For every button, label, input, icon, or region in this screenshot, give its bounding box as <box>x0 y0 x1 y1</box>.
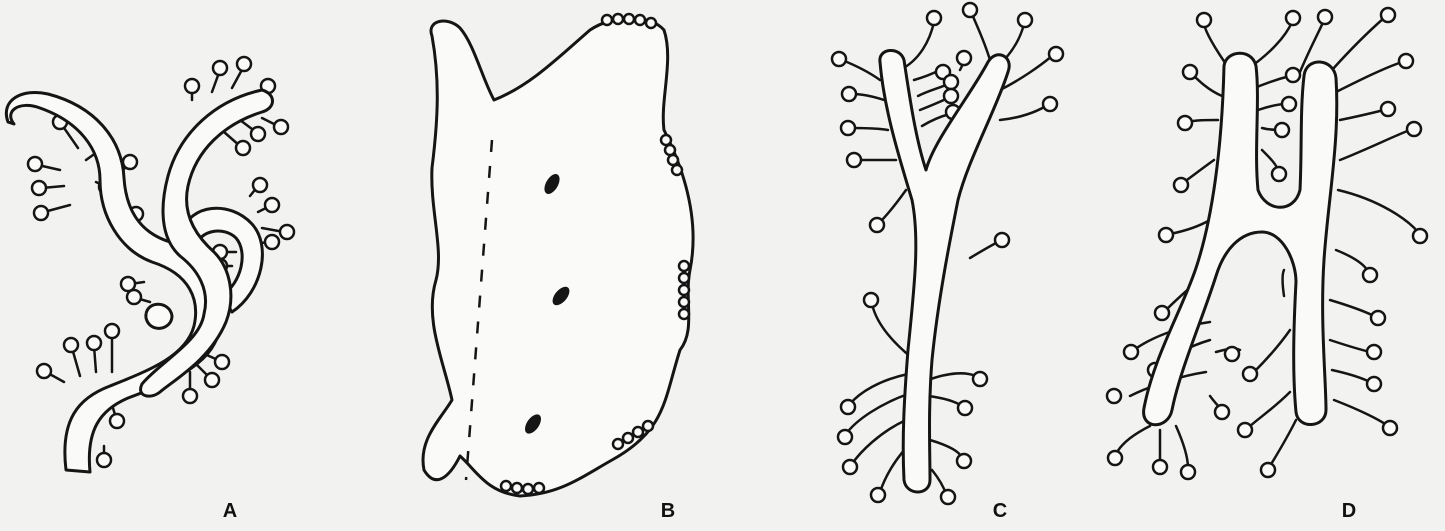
panel-label-a: A <box>223 500 237 523</box>
panel-label-d: D <box>1342 500 1356 523</box>
panel-label-b: B <box>661 500 675 523</box>
panel-a-drawing <box>6 57 294 472</box>
panel-d-drawing <box>1107 8 1427 479</box>
panel-label-c: C <box>993 500 1007 523</box>
panel-b-drawing <box>423 14 693 496</box>
panel-c-drawing <box>832 3 1063 504</box>
